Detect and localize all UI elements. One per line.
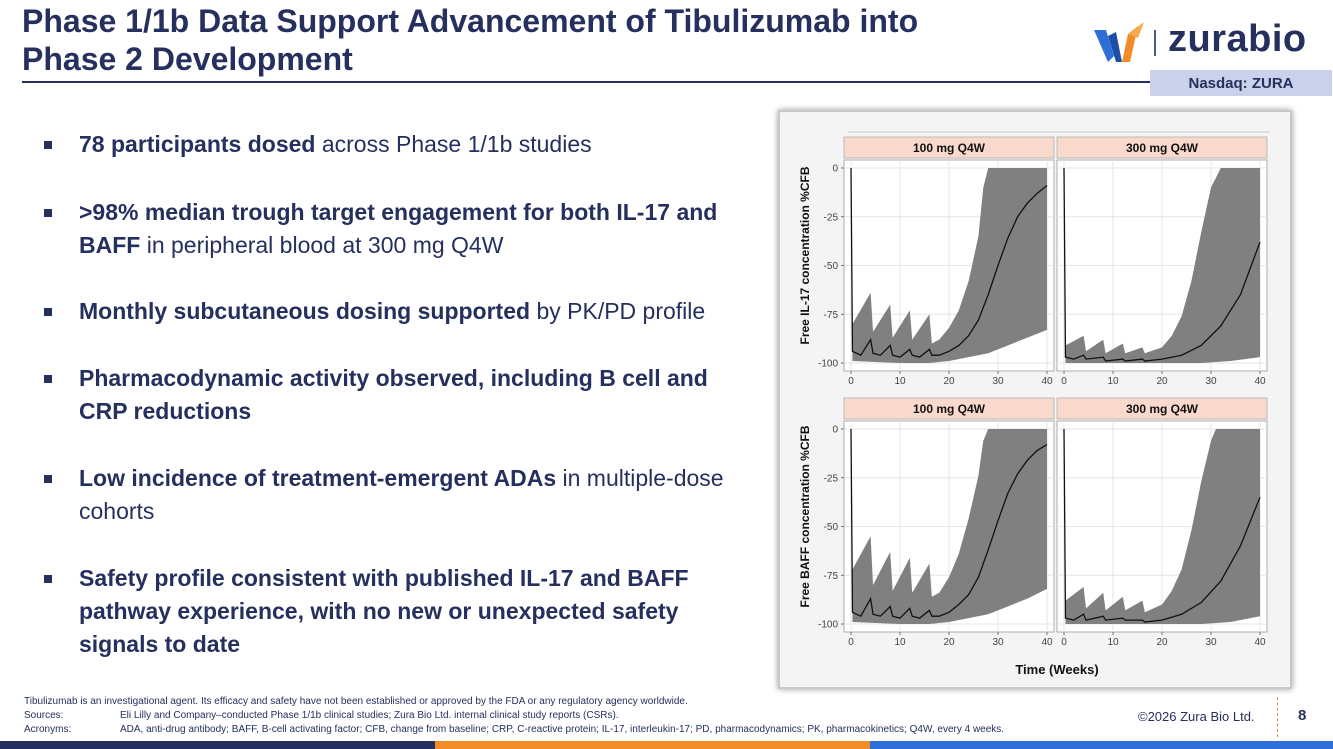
bullet-marker — [44, 141, 52, 149]
key-point-rest: in peripheral blood at 300 mg Q4W — [140, 232, 504, 258]
y-tick-label: -50 — [824, 261, 839, 272]
x-tick-label: 30 — [992, 376, 1004, 387]
prediction-interval-band — [851, 168, 1047, 363]
x-tick-label: 40 — [1041, 376, 1053, 387]
bullet-marker — [44, 209, 52, 217]
y-tick-label: -100 — [818, 620, 838, 631]
title-line-1: Phase 1/1b Data Support Advancement of T… — [22, 3, 919, 39]
x-tick-label: 0 — [1061, 376, 1067, 387]
x-tick-label: 30 — [1205, 376, 1217, 387]
prediction-interval-band — [1064, 429, 1260, 624]
bullet-marker — [44, 375, 52, 383]
pkpd-chart: 100 mg Q4W 0 -25 -50 -75 -100 0 10 20 30 40 300 mg … — [798, 131, 1270, 677]
x-tick-label: 10 — [894, 376, 906, 387]
footer-disclaimer: Tibulizumab is an investigational agent.… — [24, 696, 688, 707]
panel-title: 100 mg Q4W — [913, 402, 986, 416]
key-point-text: 78 participants dosed across Phase 1/1b … — [79, 128, 759, 161]
x-tick-label: 0 — [848, 637, 854, 648]
bottom-bar-navy — [0, 741, 435, 749]
bottom-bar-blue — [870, 741, 1333, 749]
bullet-marker — [44, 308, 52, 316]
key-point-bold: >98% median trough target engagement for… — [79, 199, 718, 258]
prediction-interval-band — [1064, 168, 1260, 363]
x-tick-label: 40 — [1041, 637, 1053, 648]
y-tick-label: -50 — [824, 522, 839, 533]
key-point-bold: Pharmacodynamic activity observed, inclu… — [79, 365, 708, 424]
key-point-text: Low incidence of treatment-emergent ADAs… — [79, 462, 759, 528]
x-tick-label: 10 — [1107, 376, 1119, 387]
x-tick-label: 20 — [943, 637, 955, 648]
x-tick-label: 20 — [1156, 376, 1168, 387]
panel-strip — [843, 136, 1055, 159]
bottom-bar-orange — [435, 741, 870, 749]
y-tick-label: 0 — [832, 164, 838, 175]
x-tick-label: 10 — [1107, 637, 1119, 648]
key-point-text: Pharmacodynamic activity observed, inclu… — [79, 362, 759, 428]
x-tick-label: 40 — [1254, 637, 1266, 648]
y-axis-label: Free IL-17 concentration %CFB — [798, 166, 812, 344]
logo-divider — [1154, 30, 1156, 56]
x-axis-label: Time (Weeks) — [1015, 662, 1098, 677]
median-line — [850, 428, 1048, 619]
acronyms-text: ADA, anti-drug antibody; BAFF, B-cell ac… — [120, 724, 1005, 735]
panel-strip — [1056, 397, 1268, 420]
y-tick-label: 0 — [832, 425, 838, 436]
key-point-text: Safety profile consistent with published… — [79, 562, 759, 661]
logo-wordmark: zurabio — [1168, 18, 1307, 60]
footer-sources: Sources: Eli Lilly and Company–conducted … — [24, 710, 619, 722]
y-tick-label: -25 — [824, 212, 839, 223]
y-tick-label: -100 — [818, 359, 838, 370]
sources-text: Eli Lilly and Company–conducted Phase 1/… — [120, 710, 619, 721]
key-point-text: >98% median trough target engagement for… — [79, 196, 759, 262]
bullet-marker — [44, 475, 52, 483]
page-title: Phase 1/1b Data Support Advancement of T… — [22, 2, 1082, 78]
key-point-rest: by PK/PD profile — [530, 298, 706, 324]
title-underline — [22, 81, 1150, 83]
median-line — [1063, 167, 1261, 362]
bullet-marker — [44, 575, 52, 583]
panel-title: 300 mg Q4W — [1126, 402, 1199, 416]
key-point-rest: in multiple-dose cohorts — [79, 465, 724, 524]
x-tick-label: 30 — [992, 637, 1004, 648]
key-point-bold: 78 participants dosed — [79, 131, 316, 157]
x-tick-label: 20 — [1156, 637, 1168, 648]
x-tick-label: 10 — [894, 637, 906, 648]
key-point-rest: across Phase 1/1b studies — [315, 131, 592, 157]
page-number-separator — [1277, 697, 1279, 737]
median-line — [1063, 428, 1261, 623]
acronyms-label: Acronyms: — [24, 724, 72, 735]
ticker-badge: Nasdaq: ZURA — [1150, 70, 1332, 96]
zurabio-logo: zurabio — [1092, 18, 1324, 66]
x-tick-label: 40 — [1254, 376, 1266, 387]
sources-label: Sources: — [24, 710, 64, 721]
footer-acronyms: Acronyms: ADA, anti-drug antibody; BAFF, … — [24, 724, 1004, 736]
x-tick-label: 0 — [1061, 637, 1067, 648]
y-tick-label: -25 — [824, 473, 839, 484]
panel-strip — [1056, 136, 1268, 159]
panel-title: 300 mg Q4W — [1126, 141, 1199, 155]
y-tick-label: -75 — [824, 310, 839, 321]
key-point-text: Monthly subcutaneous dosing supported by… — [79, 295, 759, 328]
page-number: 8 — [1298, 707, 1307, 724]
y-tick-label: -75 — [824, 571, 839, 582]
prediction-interval-band — [851, 429, 1047, 624]
y-axis-label: Free BAFF concentration %CFB — [798, 425, 812, 607]
key-point-bold: Low incidence of treatment-emergent ADAs — [79, 465, 557, 491]
copyright-notice: ©2026 Zura Bio Ltd. — [1138, 709, 1255, 724]
x-tick-label: 30 — [1205, 637, 1217, 648]
pkpd-chart-frame: 100 mg Q4W 0 -25 -50 -75 -100 0 10 20 30 40 300 mg … — [778, 110, 1292, 689]
x-tick-label: 20 — [943, 376, 955, 387]
key-point-bold: Safety profile consistent with published… — [79, 565, 689, 657]
x-tick-label: 0 — [848, 376, 854, 387]
title-line-2: Phase 2 Development — [22, 41, 353, 77]
median-line — [850, 167, 1048, 358]
zurabio-logo-icon — [1094, 22, 1144, 62]
panel-strip — [843, 397, 1055, 420]
panel-title: 100 mg Q4W — [913, 141, 986, 155]
key-point-bold: Monthly subcutaneous dosing supported — [79, 298, 531, 324]
